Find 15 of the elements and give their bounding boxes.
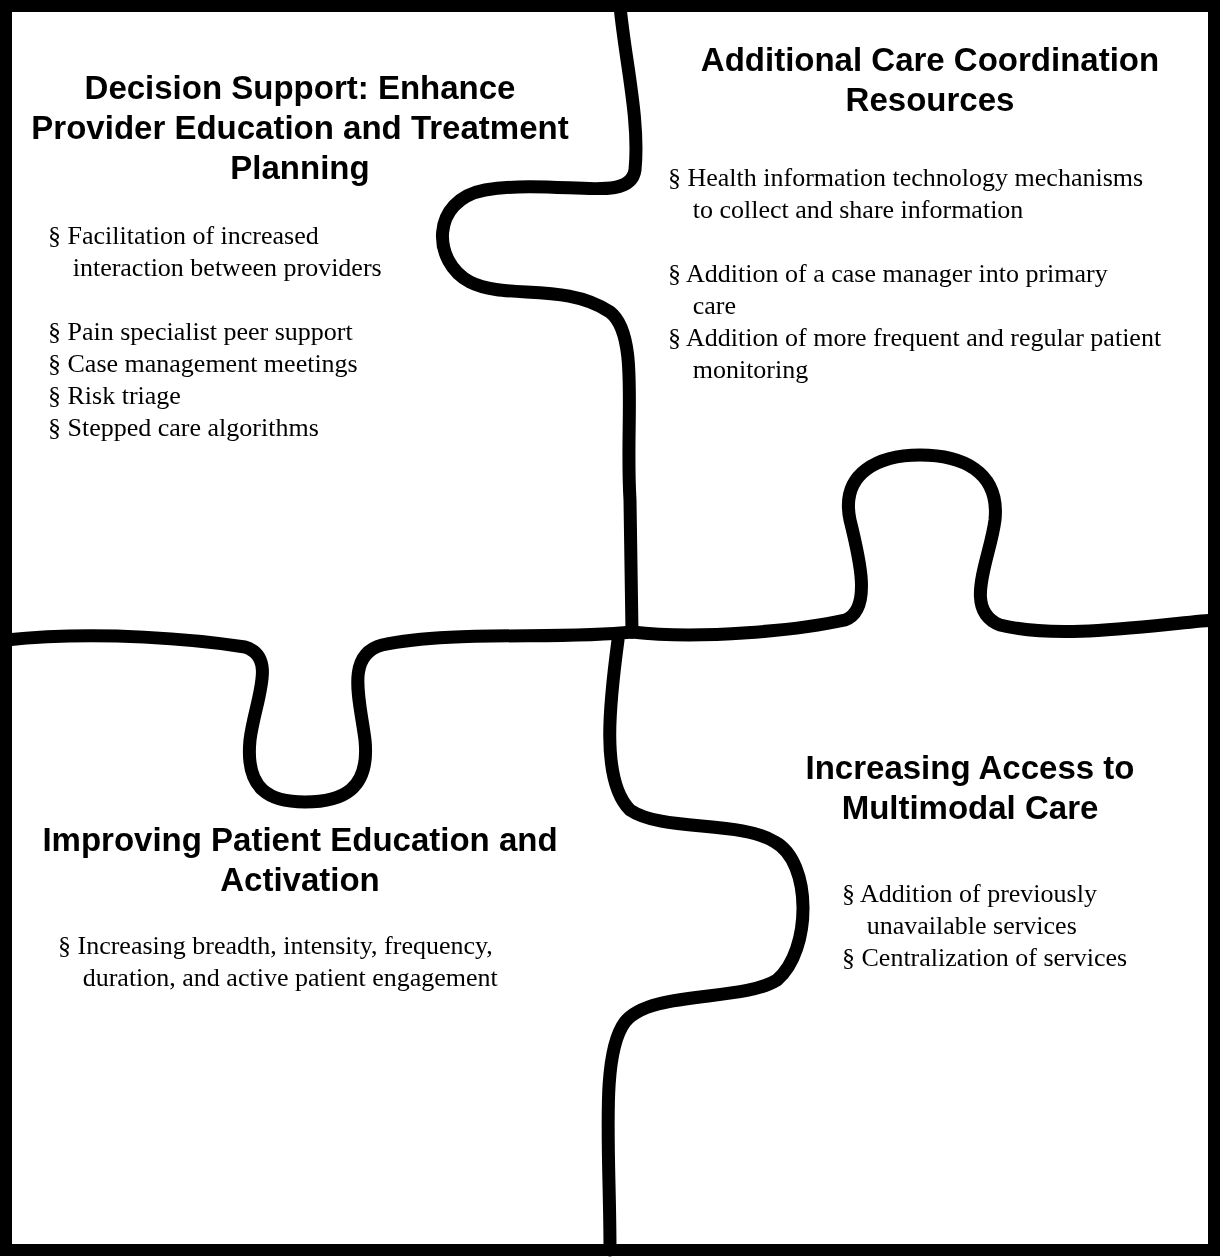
bullet-item: § Increasing breadth, intensity, frequency, duration, and active patient engagement bbox=[58, 930, 499, 994]
section-heading: Increasing Access to Multimodal Care bbox=[804, 748, 1136, 828]
bullet-item: § Stepped care algorithms bbox=[48, 412, 320, 444]
bullet-item: § Case management meetings bbox=[48, 348, 359, 380]
bullet-item: § Centralization of services bbox=[842, 942, 1129, 974]
section-heading: Improving Patient Education and Activation bbox=[41, 820, 559, 900]
bullet-item: § Addition of previously unavailable services bbox=[842, 878, 1098, 942]
bullet-item: § Addition of a case manager into primary care bbox=[668, 258, 1109, 322]
bullet-item: § Risk triage bbox=[48, 380, 182, 412]
section-heading: Decision Support: Enhance Provider Education and Treatment Planning bbox=[30, 68, 570, 188]
bullet-item: § Facilitation of increased interaction between providers bbox=[48, 220, 383, 284]
bullet-item: § Pain specialist peer support bbox=[48, 316, 354, 348]
section-heading: Additional Care Coordination Resources bbox=[699, 40, 1161, 120]
bullet-item: § Health information technology mechanisms to collect and share information bbox=[668, 162, 1145, 226]
bullet-item: § Addition of more frequent and regular patient monitoring bbox=[668, 322, 1163, 386]
